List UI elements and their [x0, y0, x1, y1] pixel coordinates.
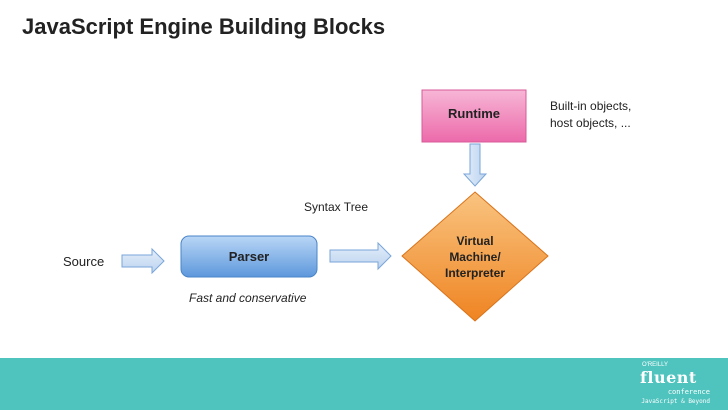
runtime-note-line2: host objects, ...: [550, 116, 631, 130]
source-label: Source: [63, 254, 104, 269]
slide-title: JavaScript Engine Building Blocks: [22, 14, 386, 39]
parser-caption: Fast and conservative: [189, 291, 307, 305]
runtime-note-line1: Built-in objects,: [550, 99, 631, 113]
logo-name: fluent: [640, 368, 697, 387]
logo-word: conference: [667, 388, 710, 396]
vm-diamond: [401, 191, 549, 322]
arrow-runtime-to-vm: [462, 143, 488, 187]
fluent-conference-logo: O'REILLY fluent conference JavaScript & …: [638, 362, 710, 408]
syntax-tree-label: Syntax Tree: [304, 200, 368, 214]
footer-bar: O'REILLY fluent conference JavaScript & …: [0, 358, 728, 410]
engine-diagram: Source Parser Fast and conservative Synt…: [63, 89, 631, 322]
arrow-parser-to-vm: [329, 241, 392, 271]
arrow-source-to-parser: [121, 247, 165, 275]
runtime-label: Runtime: [448, 106, 500, 121]
runtime-box: [421, 89, 527, 143]
vm-label-line3: Interpreter: [445, 266, 505, 280]
vm-label-line2: Machine/: [449, 250, 501, 264]
logo-publisher: O'REILLY: [642, 362, 669, 368]
logo-tagline: JavaScript & Beyond: [641, 398, 710, 405]
parser-label: Parser: [229, 249, 269, 264]
vm-label-line1: Virtual: [456, 234, 493, 248]
parser-box: [180, 235, 318, 278]
